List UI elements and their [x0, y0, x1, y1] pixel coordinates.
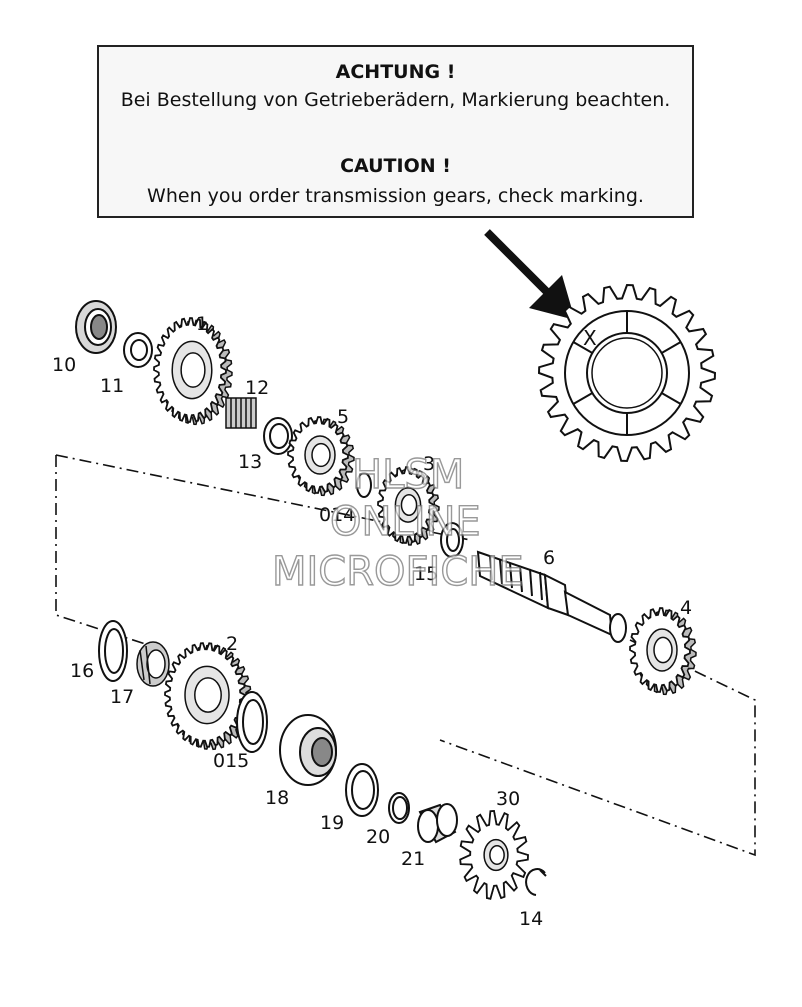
watermark-line-3: MICROFICHE	[272, 549, 524, 595]
washer-19	[345, 763, 379, 817]
gear-3	[377, 466, 440, 546]
marked-gear-detail	[537, 283, 717, 463]
gear-marking-x: X	[583, 326, 597, 350]
main-shaft-6	[476, 550, 627, 643]
o-ring-20	[388, 792, 410, 824]
label-part-18: 18	[265, 787, 289, 809]
label-part-19: 19	[320, 812, 344, 834]
needle-bearing-17	[136, 641, 170, 687]
notice-heading-en: CAUTION !	[340, 155, 451, 177]
washer-15	[440, 522, 464, 558]
bushing-21	[417, 803, 458, 844]
needle-bearing-12	[225, 397, 257, 429]
label-part-2: 2	[226, 633, 238, 655]
label-part-014: 014	[319, 504, 355, 526]
label-part-30: 30	[496, 788, 520, 810]
label-part-11: 11	[100, 375, 124, 397]
label-part-15: 15	[414, 563, 438, 585]
notice-text-de: Bei Bestellung von Getrieberädern, Marki…	[120, 89, 671, 111]
notice-text-en: When you order transmission gears, check…	[147, 185, 644, 207]
label-part-5: 5	[337, 406, 349, 428]
label-part-6: 6	[543, 547, 555, 569]
label-part-3: 3	[423, 453, 435, 475]
label-part-13: 13	[238, 451, 262, 473]
label-part-015: 015	[213, 750, 249, 772]
label-part-17: 17	[110, 686, 134, 708]
washer-015	[236, 691, 268, 753]
gear-4	[629, 607, 697, 696]
circlip-14	[525, 868, 547, 896]
gear-5	[287, 416, 355, 497]
label-part-20: 20	[366, 826, 390, 848]
watermark-line-2: ONLINE	[330, 499, 481, 545]
watermark: HLSM ONLINE MICROFICHE	[271, 451, 524, 595]
bearing-18	[279, 714, 337, 786]
label-part-16: 16	[70, 660, 94, 682]
washer-11	[123, 332, 153, 368]
label-part-12: 12	[245, 377, 269, 399]
notice-heading-de: ACHTUNG !	[335, 61, 456, 83]
watermark-line-1: HLSM	[352, 452, 464, 498]
sprocket-30	[459, 810, 529, 900]
washer-16	[98, 620, 128, 682]
washer-13	[263, 417, 293, 455]
gear-2	[164, 642, 252, 751]
bearing-10	[75, 300, 117, 354]
label-part-10: 10	[52, 354, 76, 376]
snap-ring-014	[356, 472, 372, 498]
caution-notice-box: ACHTUNG ! Bei Bestellung von Getrieberäd…	[97, 45, 694, 218]
marking-arrow	[484, 229, 575, 320]
gear-1	[153, 317, 233, 426]
label-part-1: 1	[196, 313, 208, 335]
assembly-outline	[55, 454, 756, 857]
label-part-14: 14	[519, 908, 543, 930]
label-part-4: 4	[680, 597, 692, 619]
label-part-21: 21	[401, 848, 425, 870]
part-labels: 1 2 3 4 5 6 10 11 12 13 014 15 16 17 015…	[52, 313, 692, 930]
